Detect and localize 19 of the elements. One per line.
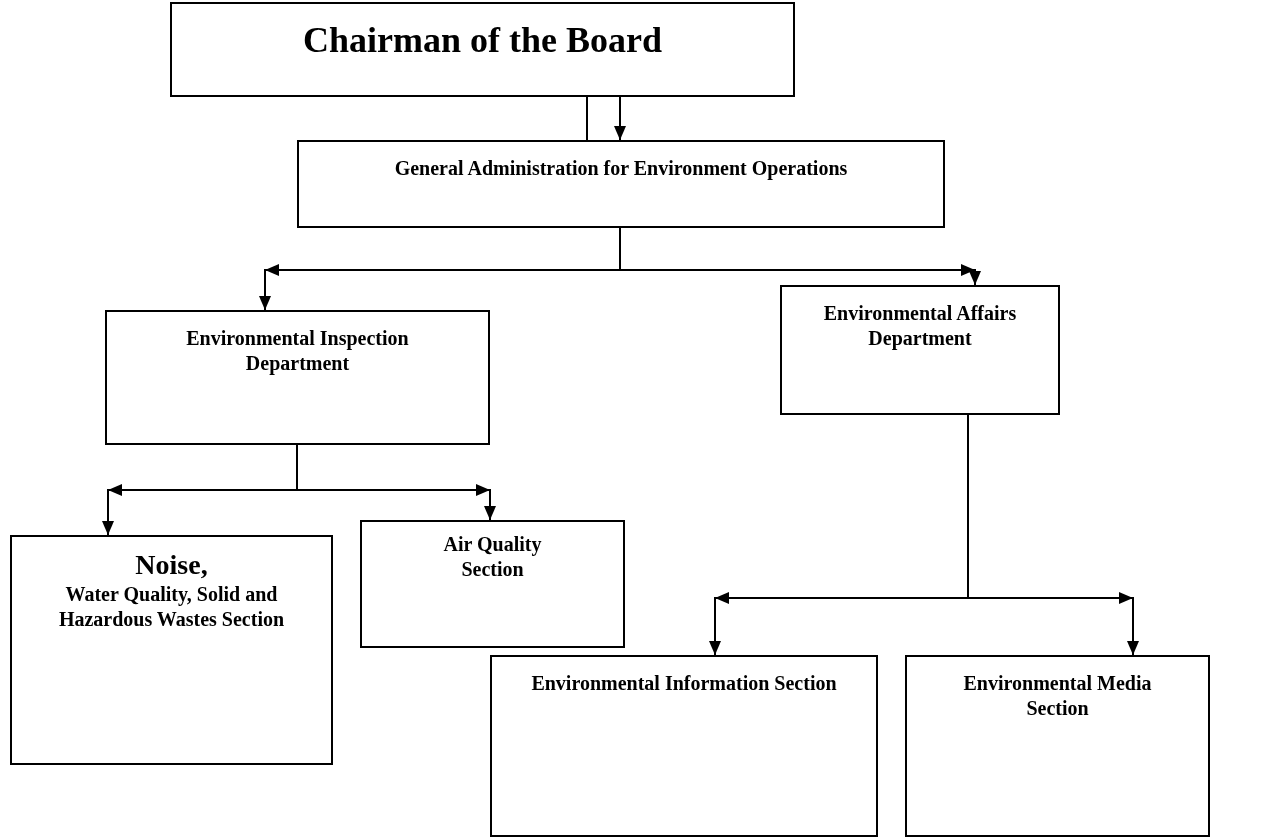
box-label: Environmental Information Section (531, 671, 837, 696)
box-label: Chairman of the Board (303, 19, 662, 62)
org-box (780, 285, 1060, 415)
box-label: General Administration for Environment Operations (394, 156, 848, 181)
org-box (105, 310, 490, 445)
box-label: Water Quality, Solid and Hazardous Wastes Section (57, 582, 286, 632)
box-label: Air Quality Section (442, 532, 543, 582)
box-label: Noise, (135, 548, 208, 582)
box-label: Environmental Affairs Department (822, 301, 1018, 351)
connector-arrow (614, 96, 626, 141)
box-label: Environmental Media Section (962, 671, 1153, 721)
org-box (905, 655, 1210, 837)
box-label: Environmental Inspection Department (185, 326, 410, 376)
org-box (297, 140, 945, 228)
org-box (170, 2, 795, 97)
connector-arrow (296, 444, 496, 521)
org-box (490, 655, 878, 837)
org-box (10, 535, 333, 765)
org-box (360, 520, 625, 648)
